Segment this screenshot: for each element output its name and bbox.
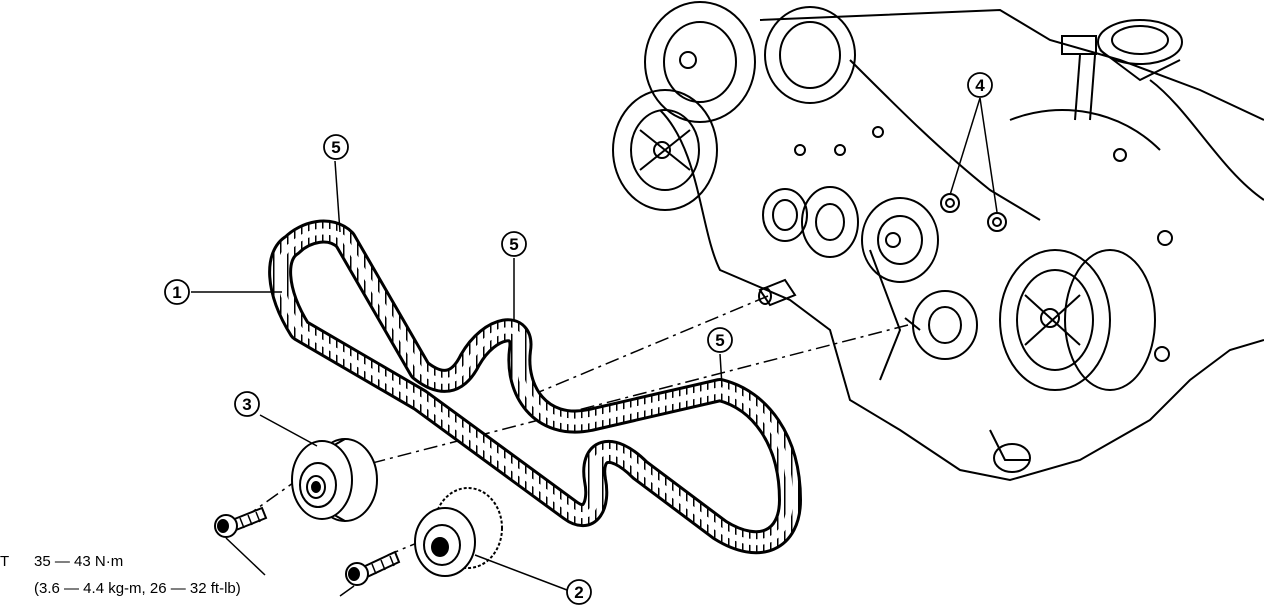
torque-prefix: T [0, 553, 10, 570]
callout-4-label: 4 [975, 76, 985, 95]
engine-assembly [612, 1, 1264, 482]
callout-5-mid: 5 [501, 231, 527, 257]
torque-spec-primary: T 35 — 43 N·m [0, 553, 123, 570]
tensioner-mount-bolt [214, 506, 268, 538]
torque-spec-alternate: (3.6 — 4.4 kg-m, 26 — 32 ft-lb) [34, 580, 241, 597]
callout-5-right: 5 [707, 327, 733, 353]
idler-pulley-toothed [414, 487, 503, 577]
camshaft-pulley [912, 290, 978, 360]
torque-range-nm: 35 — 43 N·m [34, 553, 124, 570]
idler-mount-bolt [345, 550, 401, 586]
water-pump-pulley [999, 249, 1156, 391]
callout-4: 4 [967, 72, 993, 98]
idler-pulley-right [861, 197, 939, 283]
callout-5-right-label: 5 [715, 331, 724, 350]
callout-1: 1 [164, 279, 190, 305]
filler-cap [1061, 19, 1183, 121]
alternator-pulley [764, 6, 856, 104]
idler-pulley-mid [801, 186, 859, 258]
callout-2-label: 2 [574, 583, 583, 602]
callout-5-mid-label: 5 [509, 235, 518, 254]
power-steering-pulley [644, 1, 756, 123]
callout-5-top: 5 [323, 134, 349, 160]
idler-pulley-small [762, 188, 808, 242]
timing-belt [268, 219, 802, 555]
callout-lines [191, 97, 998, 597]
callout-5-top-label: 5 [331, 138, 340, 157]
torque-range-alt: (3.6 — 4.4 kg-m, 26 — 32 ft-lb) [34, 580, 241, 597]
callout-3: 3 [234, 391, 260, 417]
crank-pulley-upper [612, 89, 718, 211]
tensioner-pulley [291, 438, 378, 522]
tensioner-bolt-a [940, 193, 960, 213]
callout-3-label: 3 [242, 395, 251, 414]
tensioner-bolt-b [987, 212, 1007, 232]
callout-1-label: 1 [172, 283, 181, 302]
callout-2: 2 [566, 579, 592, 605]
